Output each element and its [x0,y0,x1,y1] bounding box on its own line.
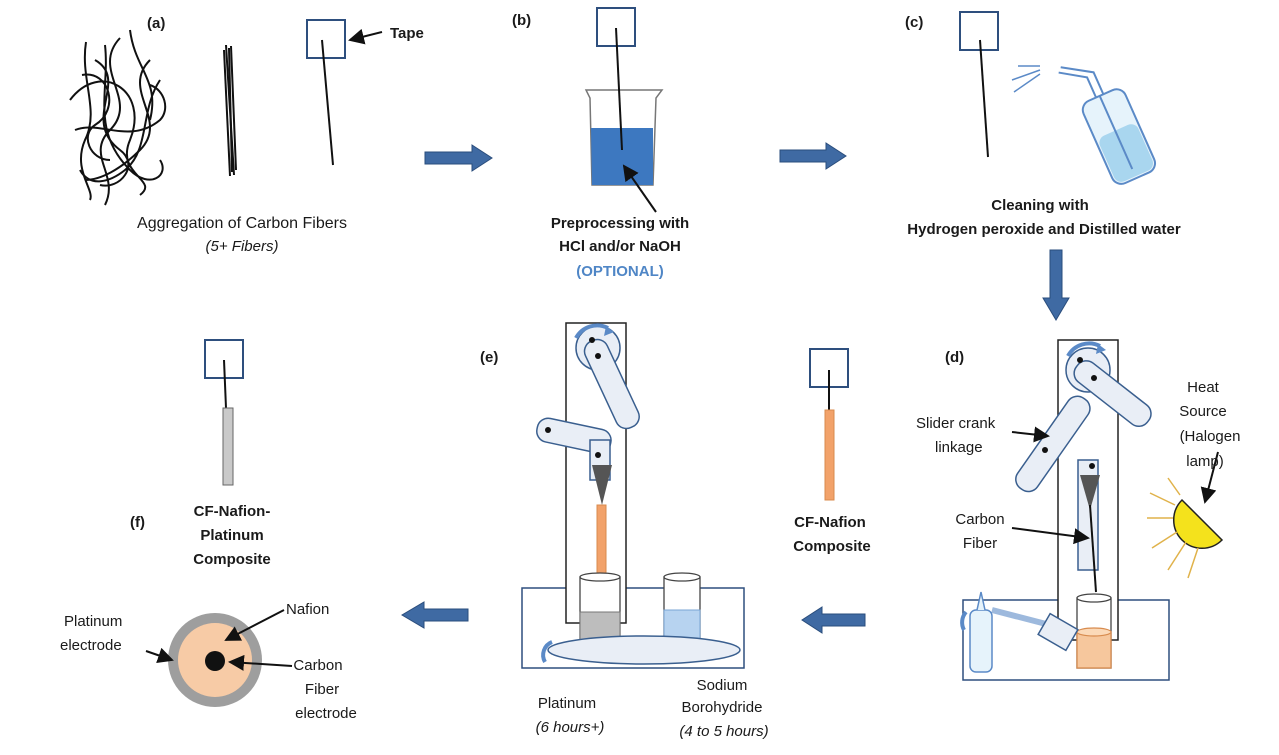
platinum-electrode-label-2: electrode [60,637,122,654]
wash-bottle [1011,65,1157,185]
panel-c-label: (c) [905,14,923,31]
rotation-arrow [1066,341,1101,358]
flow-arrow-a-to-b [424,144,493,172]
heat-source-label-2: Source [1179,403,1227,420]
fiber-pointer-arrow [1011,527,1090,545]
rotation-arrow [574,323,609,340]
nafion-cup [1076,631,1112,669]
platinum-electrode-label-1: Platinum [64,613,122,630]
panel-e-label: (e) [480,349,498,366]
fiber-bundle [223,44,237,177]
heat-source-label-1: Heat [1187,379,1220,396]
panel-a-caption: Aggregation of Carbon Fibers [137,215,347,232]
rotation-arrowhead [1096,344,1106,354]
nafion-bottle [969,609,993,673]
sodium-time: (4 to 5 hours) [679,723,768,740]
tape-square [306,19,346,59]
tape-label: Tape [390,25,424,42]
carbon-fiber-core [205,651,225,671]
cf-nafion-composite: CF-Nafion Composite [793,348,871,555]
composite-label-3: Composite [193,551,271,568]
rotating-platform [547,635,741,665]
base-tray [521,587,745,669]
composite-label-2: Platinum [200,527,263,544]
panel-b-chemicals: HCl and/or NaOH [559,238,681,255]
heat-source-label-4: lamp) [1186,453,1224,470]
carbon-fiber-aggregate [69,29,167,206]
platinum-pointer-arrow [145,647,174,663]
slider-crank-label-2: linkage [935,439,983,456]
panel-b-optional: (OPTIONAL) [576,263,664,280]
panel-a-label: (a) [147,15,165,32]
flow-arrow-e-to-f [401,601,469,629]
panel-c: (c) Cleaning with Hydrogen peroxide and … [905,11,1181,238]
panel-c-caption: Cleaning with [991,197,1089,214]
bottle-rotation-arrow [960,610,968,631]
solution-pointer-arrow [622,164,657,213]
platinum-coated-fiber [222,407,234,486]
spray-lines [1011,65,1041,93]
single-fiber [321,39,334,166]
carbon-pointer-arrow [228,654,293,671]
sodium-label-2: Borohydride [682,699,763,716]
composite-label-1: CF-Nafion- [194,503,271,520]
nafion-pointer-arrow [224,609,285,641]
panel-f: (f) CF-Nafion- Platinum Composite Platin… [60,339,357,722]
carbon-electrode-label-3: electrode [295,705,357,722]
panel-d-label: (d) [945,349,964,366]
panel-a-subcaption: (5+ Fibers) [206,238,279,255]
flow-arrow-b-to-c [779,142,847,170]
single-fiber [979,39,989,158]
carbon-fiber [1089,504,1097,593]
panel-b: (b) Preprocessing with HCl and/or NaOH (… [512,7,689,280]
fiber-clamp [1080,475,1100,510]
nafion-label: Nafion [286,601,329,618]
platinum-time: (6 hours+) [536,719,605,736]
cf-nafion-label-1: CF-Nafion [794,514,866,531]
flow-arrow-d-to-e [801,606,866,634]
platform-rotation-arrow [541,640,553,663]
platinum-label: Platinum [538,695,596,712]
tape-square [959,11,999,51]
slider-crank-label-1: Slider crank [916,415,996,432]
carbon-electrode-label-2: Fiber [305,681,339,698]
panel-b-caption: Preprocessing with [551,215,689,232]
panel-d: (d) [916,339,1241,681]
heat-source-label-3: (Halogen [1180,428,1241,445]
single-fiber [615,27,623,151]
panel-b-label: (b) [512,12,531,29]
sodium-label-1: Sodium [697,677,748,694]
carbon-fiber-label-2: Fiber [963,535,997,552]
flow-arrow-c-to-d [1042,249,1070,321]
slider-pointer-arrow [1011,426,1050,443]
panel-c-chemicals: Hydrogen peroxide and Distilled water [907,221,1181,238]
carbon-electrode-label-1: Carbon [293,657,342,674]
carbon-fiber-label-1: Carbon [955,511,1004,528]
fiber-clamp [592,465,612,505]
electrode-cross-section [168,613,262,707]
dispense-block [1037,612,1079,652]
panel-e: (e) Platinum (6 hours+) Sodium Borohydri… [480,322,769,740]
lamp-pointer-arrow [1200,451,1219,504]
tape-pointer-arrow [348,28,383,45]
panel-a: (a) Tape Aggregation of Carbon Fibers (5… [69,15,424,255]
beaker [584,89,664,186]
cf-nafion-label-2: Composite [793,538,871,555]
nafion-coated-fiber [824,409,835,501]
panel-f-label: (f) [130,514,145,531]
dispense-tube [991,607,1051,628]
halogen-lamp [1147,477,1224,579]
